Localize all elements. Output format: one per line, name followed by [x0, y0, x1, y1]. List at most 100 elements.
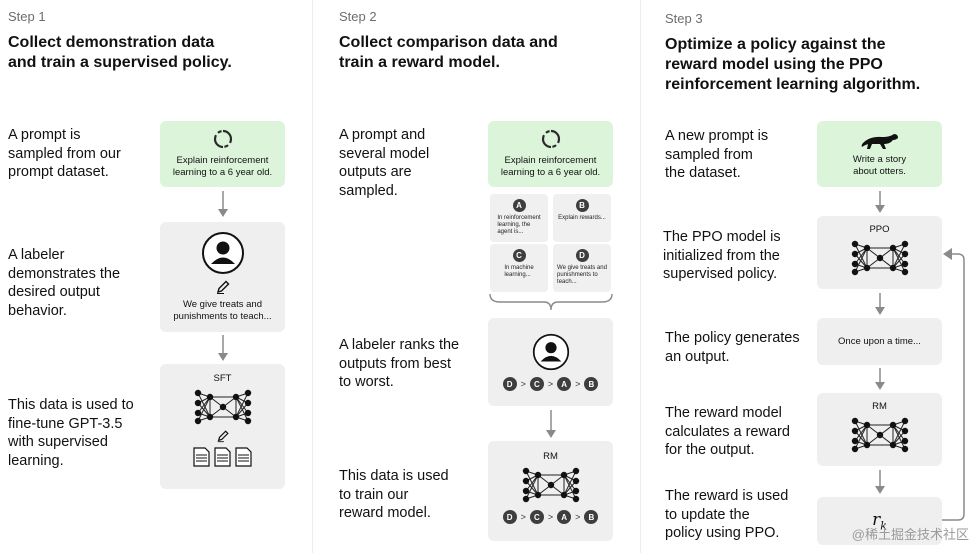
- arrow-down: [875, 191, 885, 213]
- nn-node: [522, 477, 529, 485]
- nn-node: [572, 477, 579, 485]
- nn-node: [244, 389, 251, 397]
- arrow-down: [546, 410, 556, 438]
- output-card-d: D We give treats and punishments to teac…: [553, 244, 611, 292]
- nn-node: [244, 417, 251, 425]
- step-2-desc-2: A labeler ranks the outputs from best to…: [339, 337, 460, 390]
- step-3-output-card: Once upon a time...: [817, 318, 942, 365]
- nn-node: [851, 445, 858, 453]
- feedback-loop-arrow: [942, 248, 965, 521]
- ranking-row: D> C> A> B: [502, 377, 599, 391]
- nn-node: [534, 491, 541, 499]
- nn-node: [206, 393, 213, 401]
- arrow-down: [875, 470, 885, 494]
- step-3-desc-4: The reward model calculates a reward for…: [665, 405, 790, 458]
- step-3-desc-5: The reward is used to update the policy …: [665, 488, 789, 541]
- rm-label: RM: [543, 451, 558, 462]
- policy-output-text: Once upon a time...: [838, 335, 921, 347]
- step-3-prompt-text: Write a story about otters.: [852, 153, 907, 177]
- step-3-ppo-card: PPO: [817, 216, 942, 289]
- nn-node: [244, 409, 251, 417]
- nn-node: [876, 431, 883, 439]
- nn-node: [194, 409, 201, 417]
- nn-node: [851, 240, 858, 248]
- nn-node: [851, 268, 858, 276]
- nn-node: [901, 445, 908, 453]
- step-1-desc-2: A labeler demonstrates the desired outpu…: [8, 247, 121, 319]
- reward-symbol: rk: [872, 509, 887, 533]
- documents-icon: [192, 447, 252, 467]
- nn-node: [572, 487, 579, 495]
- nn-node: [560, 471, 567, 479]
- step-2-label: Step 2: [339, 9, 377, 24]
- labeler-icon: [532, 333, 569, 371]
- nn-node: [901, 240, 908, 248]
- neural-network-icon: [194, 389, 251, 425]
- pencil-icon: [217, 430, 229, 443]
- neural-network-icon: [851, 240, 908, 276]
- nn-node: [560, 491, 567, 499]
- step-3-rm-card: RM: [817, 393, 942, 466]
- recycle-icon: [541, 129, 560, 149]
- step-2-prompt-text: Explain reinforcement learning to a 6 ye…: [500, 155, 601, 178]
- nn-node: [534, 471, 541, 479]
- step-2-desc-3: This data is used to train our reward mo…: [339, 468, 449, 521]
- arrow-down: [875, 293, 885, 315]
- nn-node: [851, 260, 858, 268]
- output-card-a: A In reinforcement learning, the agent i…: [490, 194, 548, 242]
- step-3-label: Step 3: [665, 11, 703, 26]
- nn-node: [522, 495, 529, 503]
- nn-node: [522, 487, 529, 495]
- nn-node: [232, 413, 239, 421]
- nn-node: [889, 421, 896, 429]
- neural-network-icon: [522, 467, 579, 503]
- nn-node: [863, 264, 870, 272]
- ranking-row: D> C> A> B: [502, 510, 599, 524]
- nn-node: [572, 467, 579, 475]
- ppo-label: PPO: [869, 224, 890, 235]
- step-1-sft-card: SFT: [160, 364, 285, 489]
- nn-node: [863, 441, 870, 449]
- nn-node: [901, 437, 908, 445]
- step-1-desc-3: This data is used to fine-tune GPT-3.5 w…: [8, 397, 134, 469]
- labeler-icon: [201, 232, 244, 274]
- rm-label: RM: [872, 401, 887, 412]
- nn-node: [901, 427, 908, 435]
- nn-node: [889, 264, 896, 272]
- nn-node: [194, 389, 201, 397]
- step-1-demo-text: We give treats and punishments to teach.…: [173, 299, 272, 322]
- column-divider-1: [312, 0, 313, 553]
- column-divider-2: [640, 0, 641, 553]
- recycle-icon: [213, 129, 232, 149]
- step-1-prompt-card: Explain reinforcement learning to a 6 ye…: [160, 121, 285, 187]
- watermark: @稀土掘金技术社区: [851, 527, 969, 542]
- arrow-down: [218, 335, 228, 361]
- step-2-desc-1: A prompt and several model outputs are s…: [339, 127, 430, 199]
- nn-node: [876, 254, 883, 262]
- step-3-title: Optimize a policy against the reward mod…: [665, 36, 921, 93]
- step-3-prompt-card: Write a story about otters.: [817, 121, 942, 187]
- step-1-label: Step 1: [8, 9, 46, 24]
- step-2-title: Collect comparison data and train a rewa…: [339, 34, 558, 71]
- step-1-demo-card: We give treats and punishments to teach.…: [160, 222, 285, 332]
- curly-brace: [489, 293, 613, 311]
- step-2-prompt-card: Explain reinforcement learning to a 6 ye…: [488, 121, 613, 187]
- step-2-ranking-card: D> C> A> B: [488, 318, 613, 406]
- nn-node: [889, 441, 896, 449]
- step-3-reward-card: rk: [817, 497, 942, 545]
- neural-network-icon: [851, 417, 908, 453]
- nn-node: [194, 399, 201, 407]
- nn-node: [851, 437, 858, 445]
- nn-node: [572, 495, 579, 503]
- pencil-icon: [216, 280, 229, 294]
- nn-node: [851, 417, 858, 425]
- nn-node: [901, 250, 908, 258]
- nn-node: [901, 417, 908, 425]
- nn-node: [851, 250, 858, 258]
- nn-node: [244, 399, 251, 407]
- step-3-desc-3: The policy generates an output.: [665, 330, 800, 365]
- output-card-b: B Explain rewards...: [553, 194, 611, 242]
- nn-node: [232, 393, 239, 401]
- nn-node: [851, 427, 858, 435]
- nn-node: [522, 467, 529, 475]
